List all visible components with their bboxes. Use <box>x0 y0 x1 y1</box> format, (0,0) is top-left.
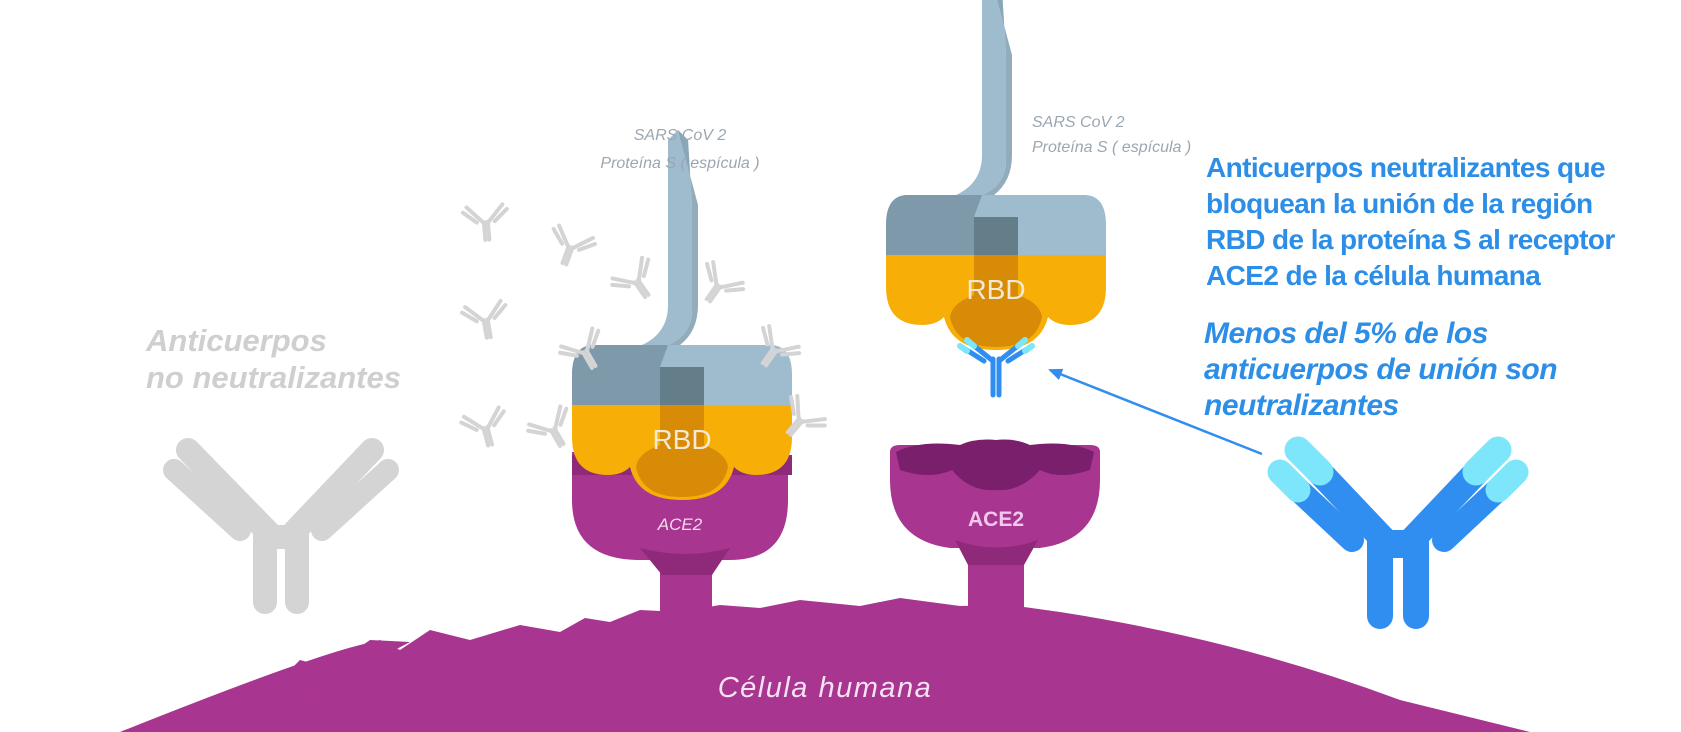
ace2-label-right: ACE2 <box>967 508 1025 531</box>
note-line3: neutralizantes <box>1204 389 1399 422</box>
ace2-label-left: ACE2 <box>657 515 703 534</box>
large-neutralizing-antibody <box>1267 436 1529 629</box>
rbd-label-right: RBD <box>966 274 1026 305</box>
ace2-receptor-right <box>890 439 1100 620</box>
ace2-receptor-left <box>572 452 788 620</box>
neutralizing-line4: ACE2 de la célula humana <box>1206 260 1541 291</box>
large-non-neutralizing-antibody <box>163 438 399 614</box>
cell-label: Célula humana <box>717 672 933 704</box>
non-neutralizing-line2: no neutralizantes <box>146 360 401 395</box>
bound-neutralizing-antibody <box>957 337 1035 398</box>
note-line2: anticuerpos de unión son <box>1204 353 1558 386</box>
neutralizing-note: Menos del 5% de los anticuerpos de unión… <box>1204 316 1664 424</box>
spike-left-label-line2: Proteína S ( espícula ) <box>600 155 760 172</box>
neutralizing-line3: RBD de la proteína S al receptor <box>1206 224 1615 255</box>
neutralizing-line2: bloquean la unión de la región <box>1206 188 1593 219</box>
rbd-label-left: RBD <box>652 424 712 455</box>
note-line1: Menos del 5% de los <box>1204 317 1488 350</box>
human-cell <box>120 598 1530 732</box>
neutralizing-heading: Anticuerpos neutralizantes que bloquean … <box>1206 150 1666 294</box>
non-neutralizing-line1: Anticuerpos <box>146 323 327 358</box>
binding-arrow <box>1048 368 1263 456</box>
spike-right-label-line1: SARS CoV 2 <box>1032 114 1125 131</box>
rbd-left <box>572 405 792 500</box>
spike-left-label-line1: SARS CoV 2 <box>633 127 727 144</box>
neutralizing-line1: Anticuerpos neutralizantes que <box>1206 152 1606 183</box>
non-neutralizing-heading: Anticuerpos no neutralizantes <box>146 322 401 396</box>
spike-right-label-line2: Proteína S ( espícula ) <box>1032 139 1192 156</box>
